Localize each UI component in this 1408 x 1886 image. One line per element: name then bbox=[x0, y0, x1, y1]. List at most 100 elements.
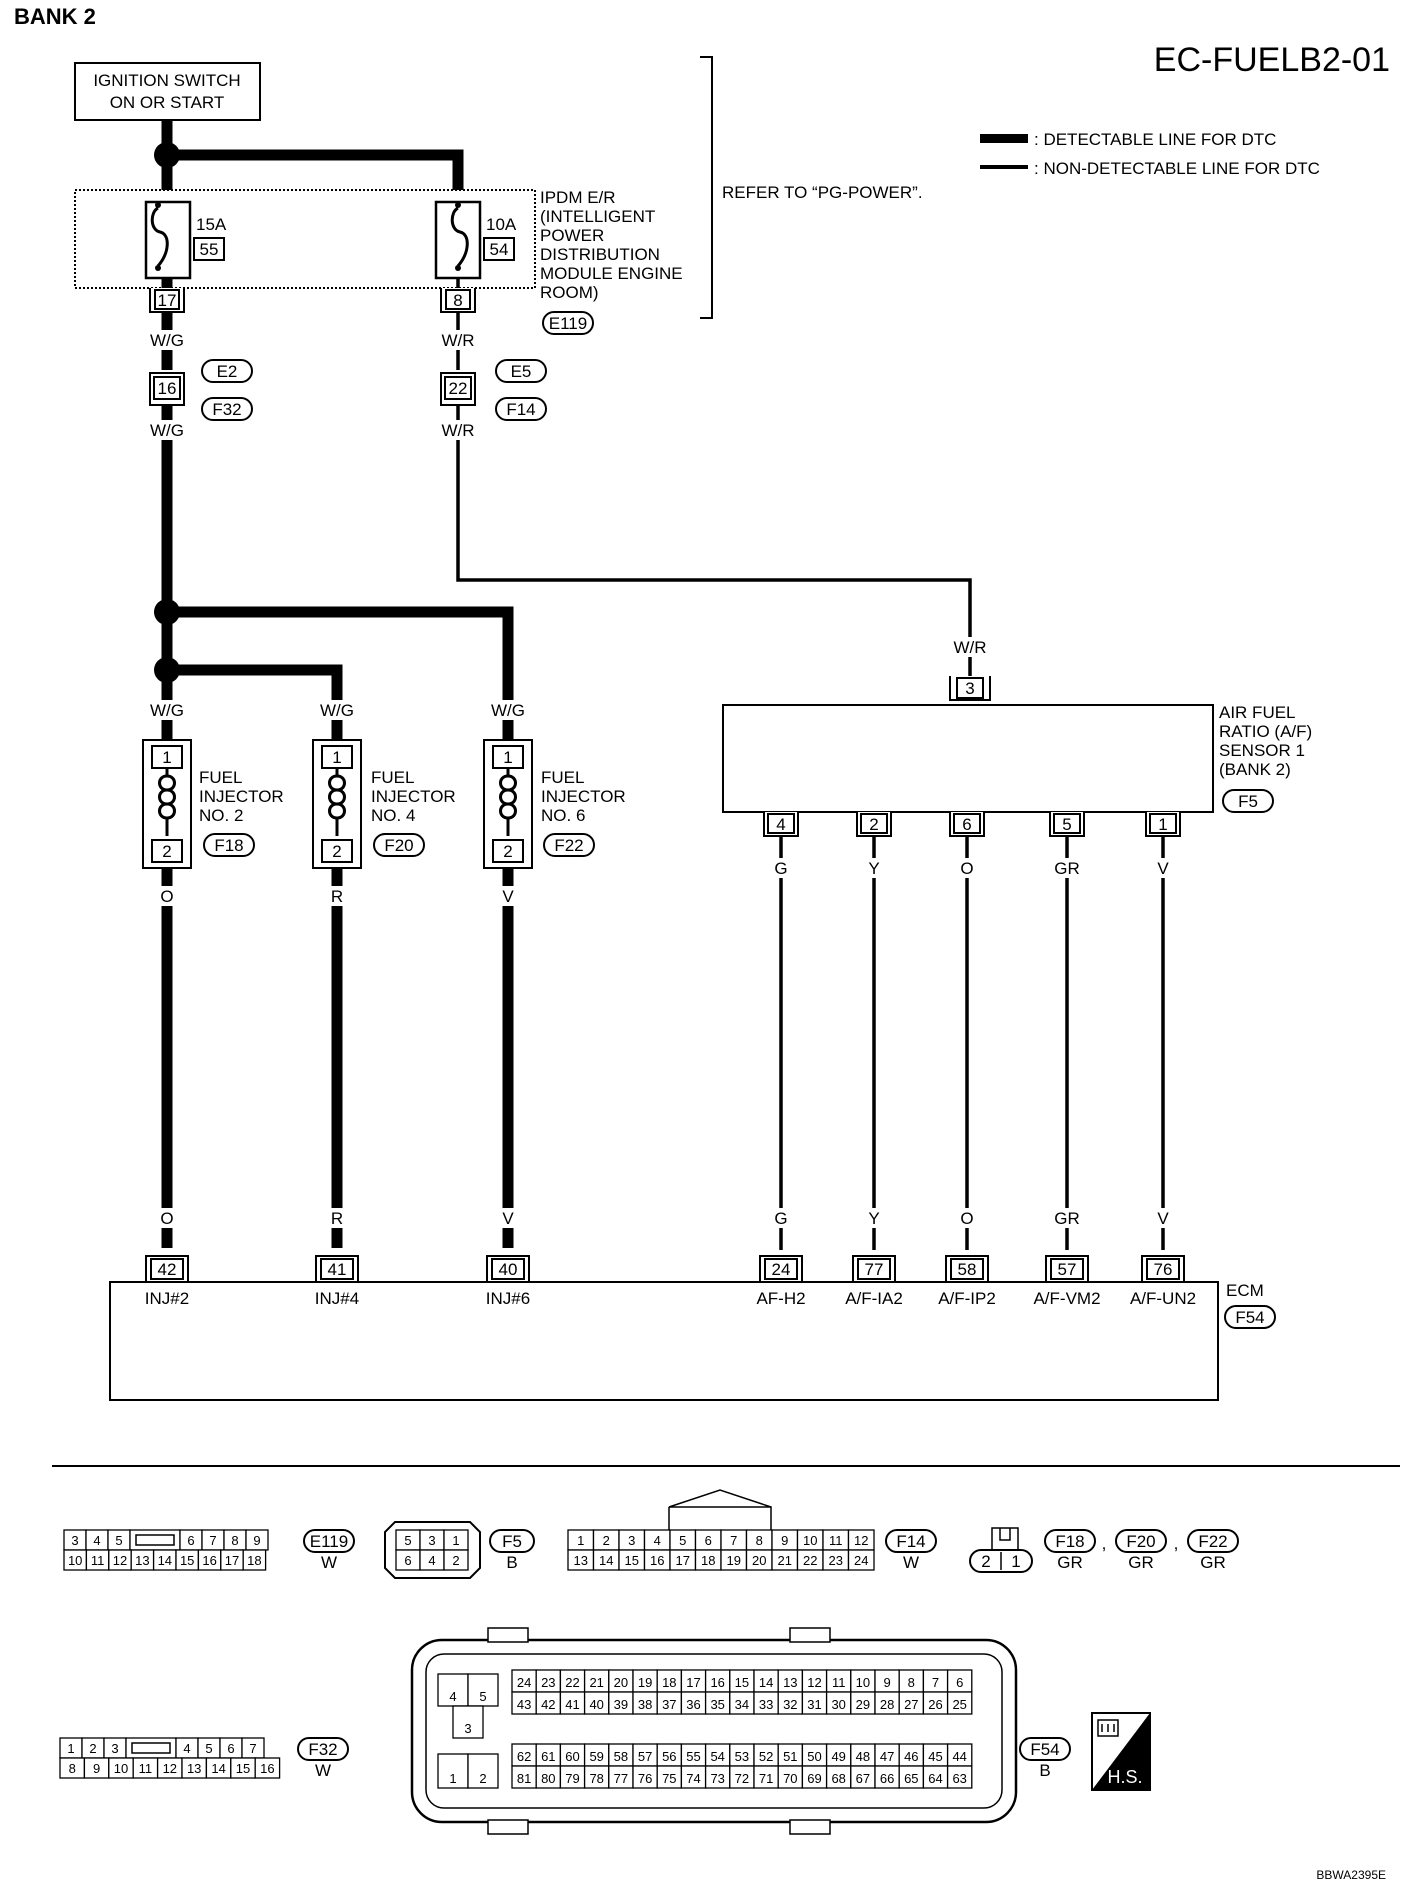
label-text: 54 bbox=[710, 1749, 724, 1764]
af-wire-color-ecm: O bbox=[960, 1209, 973, 1228]
label-text: 6 bbox=[404, 1553, 411, 1568]
diagram-shape bbox=[320, 1258, 354, 1280]
label-text: , bbox=[1174, 1534, 1179, 1553]
label-text: F54 bbox=[1235, 1308, 1264, 1327]
diagram-shape bbox=[155, 886, 179, 906]
diagram-shape bbox=[320, 700, 354, 720]
label-text: 1 bbox=[67, 1741, 74, 1756]
label-text: 15A bbox=[196, 215, 227, 234]
label-text: 7 bbox=[932, 1675, 939, 1690]
diagram-shape bbox=[507, 774, 517, 820]
label-text: 7 bbox=[249, 1741, 256, 1756]
af-wire-color-ecm: G bbox=[774, 1209, 787, 1228]
fuel-injector-6: 1 2 FUEL INJECTOR NO. 6 F22 bbox=[483, 739, 626, 869]
label-text: 6 bbox=[705, 1533, 712, 1548]
diagram-shape bbox=[492, 839, 524, 863]
label-text: 9 bbox=[253, 1533, 260, 1548]
diagram-shape bbox=[150, 700, 184, 720]
label-text: 40 bbox=[589, 1697, 603, 1712]
label-text: 56 bbox=[662, 1749, 676, 1764]
label-text: 19 bbox=[638, 1675, 652, 1690]
diagram-shape bbox=[150, 420, 184, 440]
label-text: H.S. bbox=[1107, 1767, 1142, 1787]
wire-color-wg-2: W/G bbox=[150, 421, 184, 440]
af-wire-color-ecm: Y bbox=[868, 1209, 879, 1228]
diagram-shape bbox=[949, 1208, 985, 1228]
legend-non-detectable: : NON-DETECTABLE LINE FOR DTC bbox=[1034, 159, 1320, 178]
legend: : DETECTABLE LINE FOR DTC : NON-DETECTAB… bbox=[980, 130, 1320, 178]
label-text: 21 bbox=[589, 1675, 603, 1690]
label-text: 1 bbox=[332, 748, 341, 767]
diagram-shape bbox=[860, 813, 888, 834]
ecm-pin-label: INJ#4 bbox=[315, 1289, 359, 1308]
label-text: R bbox=[331, 887, 343, 906]
label-text: FUEL bbox=[199, 768, 242, 787]
label-text: SENSOR 1 bbox=[1219, 741, 1305, 760]
label-text: 13 bbox=[574, 1553, 588, 1568]
label-text: 6 bbox=[227, 1741, 234, 1756]
ecm-label: ECM bbox=[1226, 1281, 1264, 1300]
wire-color-wg-1: W/G bbox=[150, 331, 184, 350]
label-text: 23 bbox=[541, 1675, 555, 1690]
label-text: 77 bbox=[614, 1771, 628, 1786]
diagram-shape bbox=[155, 1208, 179, 1228]
splice-low bbox=[154, 657, 180, 683]
label-text: 73 bbox=[710, 1771, 724, 1786]
label-text: 10A bbox=[486, 215, 517, 234]
diagram-shape bbox=[1187, 1529, 1239, 1553]
label-text: E119 bbox=[549, 314, 587, 333]
label-text: FUEL bbox=[541, 768, 584, 787]
label-text: 13 bbox=[135, 1553, 149, 1568]
label-text: 55 bbox=[200, 240, 219, 259]
diagram-shape bbox=[303, 1529, 355, 1553]
wire-ign-to-fuse54 bbox=[167, 149, 464, 192]
label-text: 52 bbox=[759, 1749, 773, 1764]
label-text: V bbox=[502, 887, 514, 906]
label-text: R bbox=[331, 1209, 343, 1228]
label-text: 2 bbox=[603, 1533, 610, 1548]
diagram-shape bbox=[131, 1742, 171, 1754]
label-text: 16 bbox=[710, 1675, 724, 1690]
diagram-shape bbox=[491, 1258, 525, 1280]
label-text: 1 bbox=[577, 1533, 584, 1548]
diagram-shape bbox=[467, 1673, 499, 1707]
label-text: 12 bbox=[807, 1675, 821, 1690]
label-text: E5 bbox=[511, 362, 532, 381]
diagram-shape bbox=[950, 1258, 984, 1280]
label-text: 48 bbox=[856, 1749, 870, 1764]
label-text: GR bbox=[1057, 1553, 1083, 1572]
diagram-shape bbox=[452, 1705, 484, 1739]
label-text: 53 bbox=[735, 1749, 749, 1764]
label-text: 14 bbox=[759, 1675, 773, 1690]
diagram-shape bbox=[789, 1627, 831, 1643]
diagram-shape bbox=[487, 1819, 529, 1835]
label-text: 8 bbox=[453, 291, 462, 310]
label-text: 12 bbox=[113, 1553, 127, 1568]
label-text: 22 bbox=[449, 379, 468, 398]
label-text: NO. 2 bbox=[199, 806, 243, 825]
label-text: F20 bbox=[384, 836, 413, 855]
label-text: 14 bbox=[211, 1761, 225, 1776]
label-text: F14 bbox=[506, 400, 535, 419]
diagram-shape bbox=[441, 420, 475, 440]
label-text: 43 bbox=[517, 1697, 531, 1712]
diagram-shape bbox=[856, 1208, 892, 1228]
label-text: F5 bbox=[1238, 792, 1258, 811]
label-text: 24 bbox=[854, 1553, 868, 1568]
fuse-55: 15A 55 bbox=[144, 200, 227, 280]
label-text: W bbox=[315, 1761, 331, 1780]
label-text: 22 bbox=[803, 1553, 817, 1568]
diagram-shape bbox=[1149, 813, 1177, 834]
label-text: 20 bbox=[614, 1675, 628, 1690]
legend-thin-line bbox=[980, 165, 1028, 169]
ecm-pin-number: 77 bbox=[865, 1260, 884, 1279]
label-text: NO. 6 bbox=[541, 806, 585, 825]
label-text: 12 bbox=[163, 1761, 177, 1776]
label-text: 57 bbox=[638, 1749, 652, 1764]
diagram-shape bbox=[467, 1753, 499, 1789]
injector-6-coil bbox=[499, 768, 510, 836]
diagram-shape bbox=[150, 330, 184, 350]
